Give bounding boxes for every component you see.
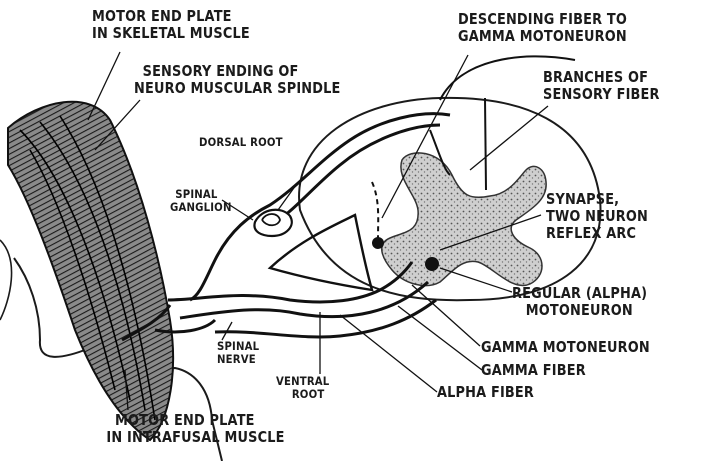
label-motor-end-plate-intrafusal: MOTOR END PLATE IN INTRAFUSAL MUSCLE xyxy=(115,412,285,446)
label-line: MOTOR END PLATE xyxy=(92,8,250,25)
label-line: NERVE xyxy=(217,353,259,366)
alpha-motoneuron-body xyxy=(425,257,439,271)
label-line: GAMMA MOTONEURON xyxy=(481,338,650,356)
label-line: BRANCHES OF xyxy=(543,69,660,86)
label-line: GANGLION xyxy=(170,201,232,214)
label-line: IN SKELETAL MUSCLE xyxy=(92,25,250,42)
gamma-motoneuron-body xyxy=(372,237,384,249)
label-line: ROOT xyxy=(276,388,329,401)
label-ventral-root: VENTRAL ROOT xyxy=(276,375,329,401)
label-line: SENSORY FIBER xyxy=(543,86,660,103)
label-motor-end-plate-skeletal: MOTOR END PLATE IN SKELETAL MUSCLE xyxy=(92,8,250,42)
label-line: SYNAPSE, xyxy=(546,191,648,208)
label-gamma-fiber: GAMMA FIBER xyxy=(481,362,586,379)
label-line: TWO NEURON xyxy=(546,208,648,225)
label-alpha-fiber: ALPHA FIBER xyxy=(437,384,534,401)
label-line: REFLEX ARC xyxy=(546,225,648,242)
label-line: DESCENDING FIBER TO xyxy=(458,11,627,28)
label-line: GAMMA MOTONEURON xyxy=(458,28,627,45)
label-descending-fiber: DESCENDING FIBER TO GAMMA MOTONEURON xyxy=(458,11,627,45)
label-gamma-motoneuron: GAMMA MOTONEURON xyxy=(481,339,650,356)
label-alpha-motoneuron: REGULAR (ALPHA) MOTONEURON xyxy=(512,285,647,319)
label-line: DORSAL ROOT xyxy=(199,135,283,149)
label-synapse: SYNAPSE, TWO NEURON REFLEX ARC xyxy=(546,191,648,242)
label-branches-sensory: BRANCHES OF SENSORY FIBER xyxy=(543,69,660,103)
label-line: REGULAR (ALPHA) xyxy=(512,285,647,302)
label-line: MOTOR END PLATE xyxy=(115,412,285,429)
label-spinal-ganglion: SPINAL GANGLION xyxy=(170,188,232,214)
label-line: MOTONEURON xyxy=(512,302,647,319)
skeletal-muscle xyxy=(8,102,173,440)
label-line: GAMMA FIBER xyxy=(481,361,586,379)
label-line: SENSORY ENDING OF xyxy=(134,63,341,80)
limb-outline-back xyxy=(0,240,12,320)
label-line: IN INTRAFUSAL MUSCLE xyxy=(106,429,284,446)
label-sensory-ending: SENSORY ENDING OF NEURO MUSCULAR SPINDLE xyxy=(134,63,341,97)
label-dorsal-root: DORSAL ROOT xyxy=(199,136,283,149)
label-line: NEURO MUSCULAR SPINDLE xyxy=(134,80,341,97)
label-spinal-nerve: SPINAL NERVE xyxy=(217,340,259,366)
label-line: ALPHA FIBER xyxy=(437,383,534,401)
